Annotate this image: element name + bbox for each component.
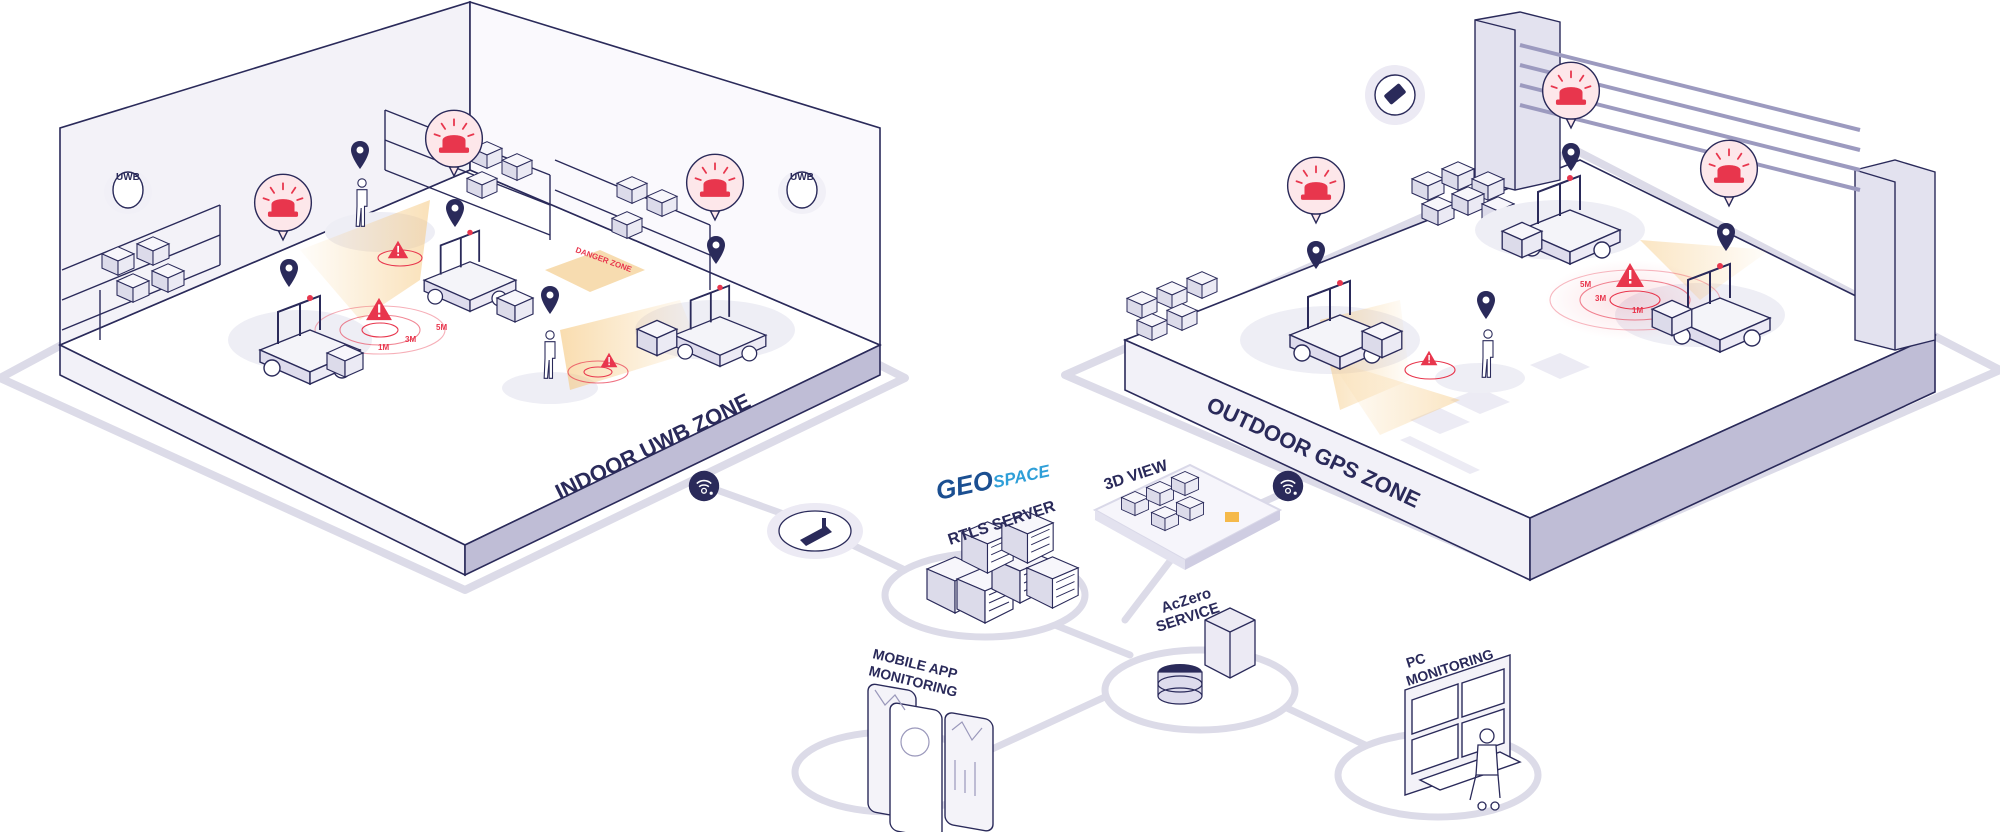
pc-monitoring-node: PC MONITORING (1334, 646, 1542, 821)
alarm-siren-icon (1286, 156, 1346, 224)
forklift-beam-1 (300, 200, 430, 320)
pc-label-line1: PC (1404, 650, 1427, 671)
rtls-server-node: GEOSPACE RTLS SERVER (881, 452, 1089, 641)
alarm-siren-icon (1699, 139, 1759, 207)
ring-label-5m: 5M (436, 323, 447, 332)
wifi-network-icon (688, 470, 720, 502)
gateway-icon (767, 503, 863, 559)
forklift-beam-outdoor-2 (1330, 360, 1460, 435)
indoor-zone: INDOOR UWB ZONE DANGER ZONE (0, 0, 909, 594)
mobile-monitoring-node: MOBILE APP MONITORING (791, 645, 994, 837)
uwb-anchor-right-label: UWB (790, 172, 814, 183)
outdoor-base-right (1529, 333, 1936, 582)
outdoor-zone: OUTDOOR GPS ZONE (1061, 11, 2000, 582)
wifi-network-icon (1272, 470, 1304, 502)
uwb-anchor-right: UWB (778, 170, 826, 214)
aczero-service-node: AcZero SERVICE (1101, 585, 1299, 734)
satellite-icon (1365, 65, 1425, 125)
danger-zone-area (545, 250, 645, 292)
ring-label-outdoor-3m: 3M (1595, 294, 1606, 303)
uwb-anchor-left: UWB (104, 170, 152, 214)
operator-figure (1469, 728, 1501, 811)
outdoor-zone-outline (1061, 146, 2000, 579)
geospace-logo-geo: GEO (933, 465, 996, 506)
geospace-logo-space: SPACE (991, 461, 1052, 492)
ring-label-outdoor-1m: 1M (1632, 306, 1643, 315)
ring-label-1m: 1M (378, 343, 389, 352)
database-icon (1157, 664, 1203, 705)
indoor-base-right (464, 343, 881, 577)
3d-view-node: 3D VIEW (1092, 457, 1283, 570)
geospace-logo: GEOSPACE (933, 452, 1052, 505)
uwb-anchor-left-label: UWB (116, 172, 140, 183)
ring-label-outdoor-5m: 5M (1580, 280, 1591, 289)
ring-label-3m: 3M (405, 335, 416, 344)
